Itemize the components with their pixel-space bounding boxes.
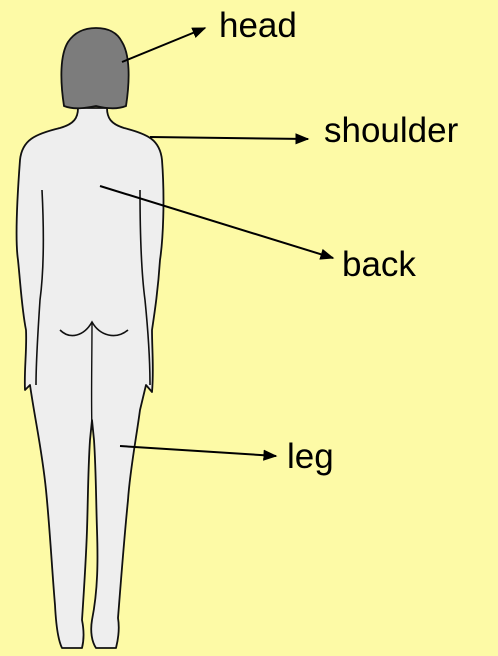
leg-label: leg: [287, 439, 334, 474]
back-label: back: [342, 247, 416, 282]
arrow-head: [122, 28, 205, 62]
head-hair: [61, 28, 128, 108]
arrow-leg: [120, 446, 276, 456]
head-label: head: [219, 8, 297, 43]
shoulder-label: shoulder: [324, 113, 458, 148]
figure-body: [17, 108, 164, 648]
arrow-shoulder: [150, 137, 308, 139]
